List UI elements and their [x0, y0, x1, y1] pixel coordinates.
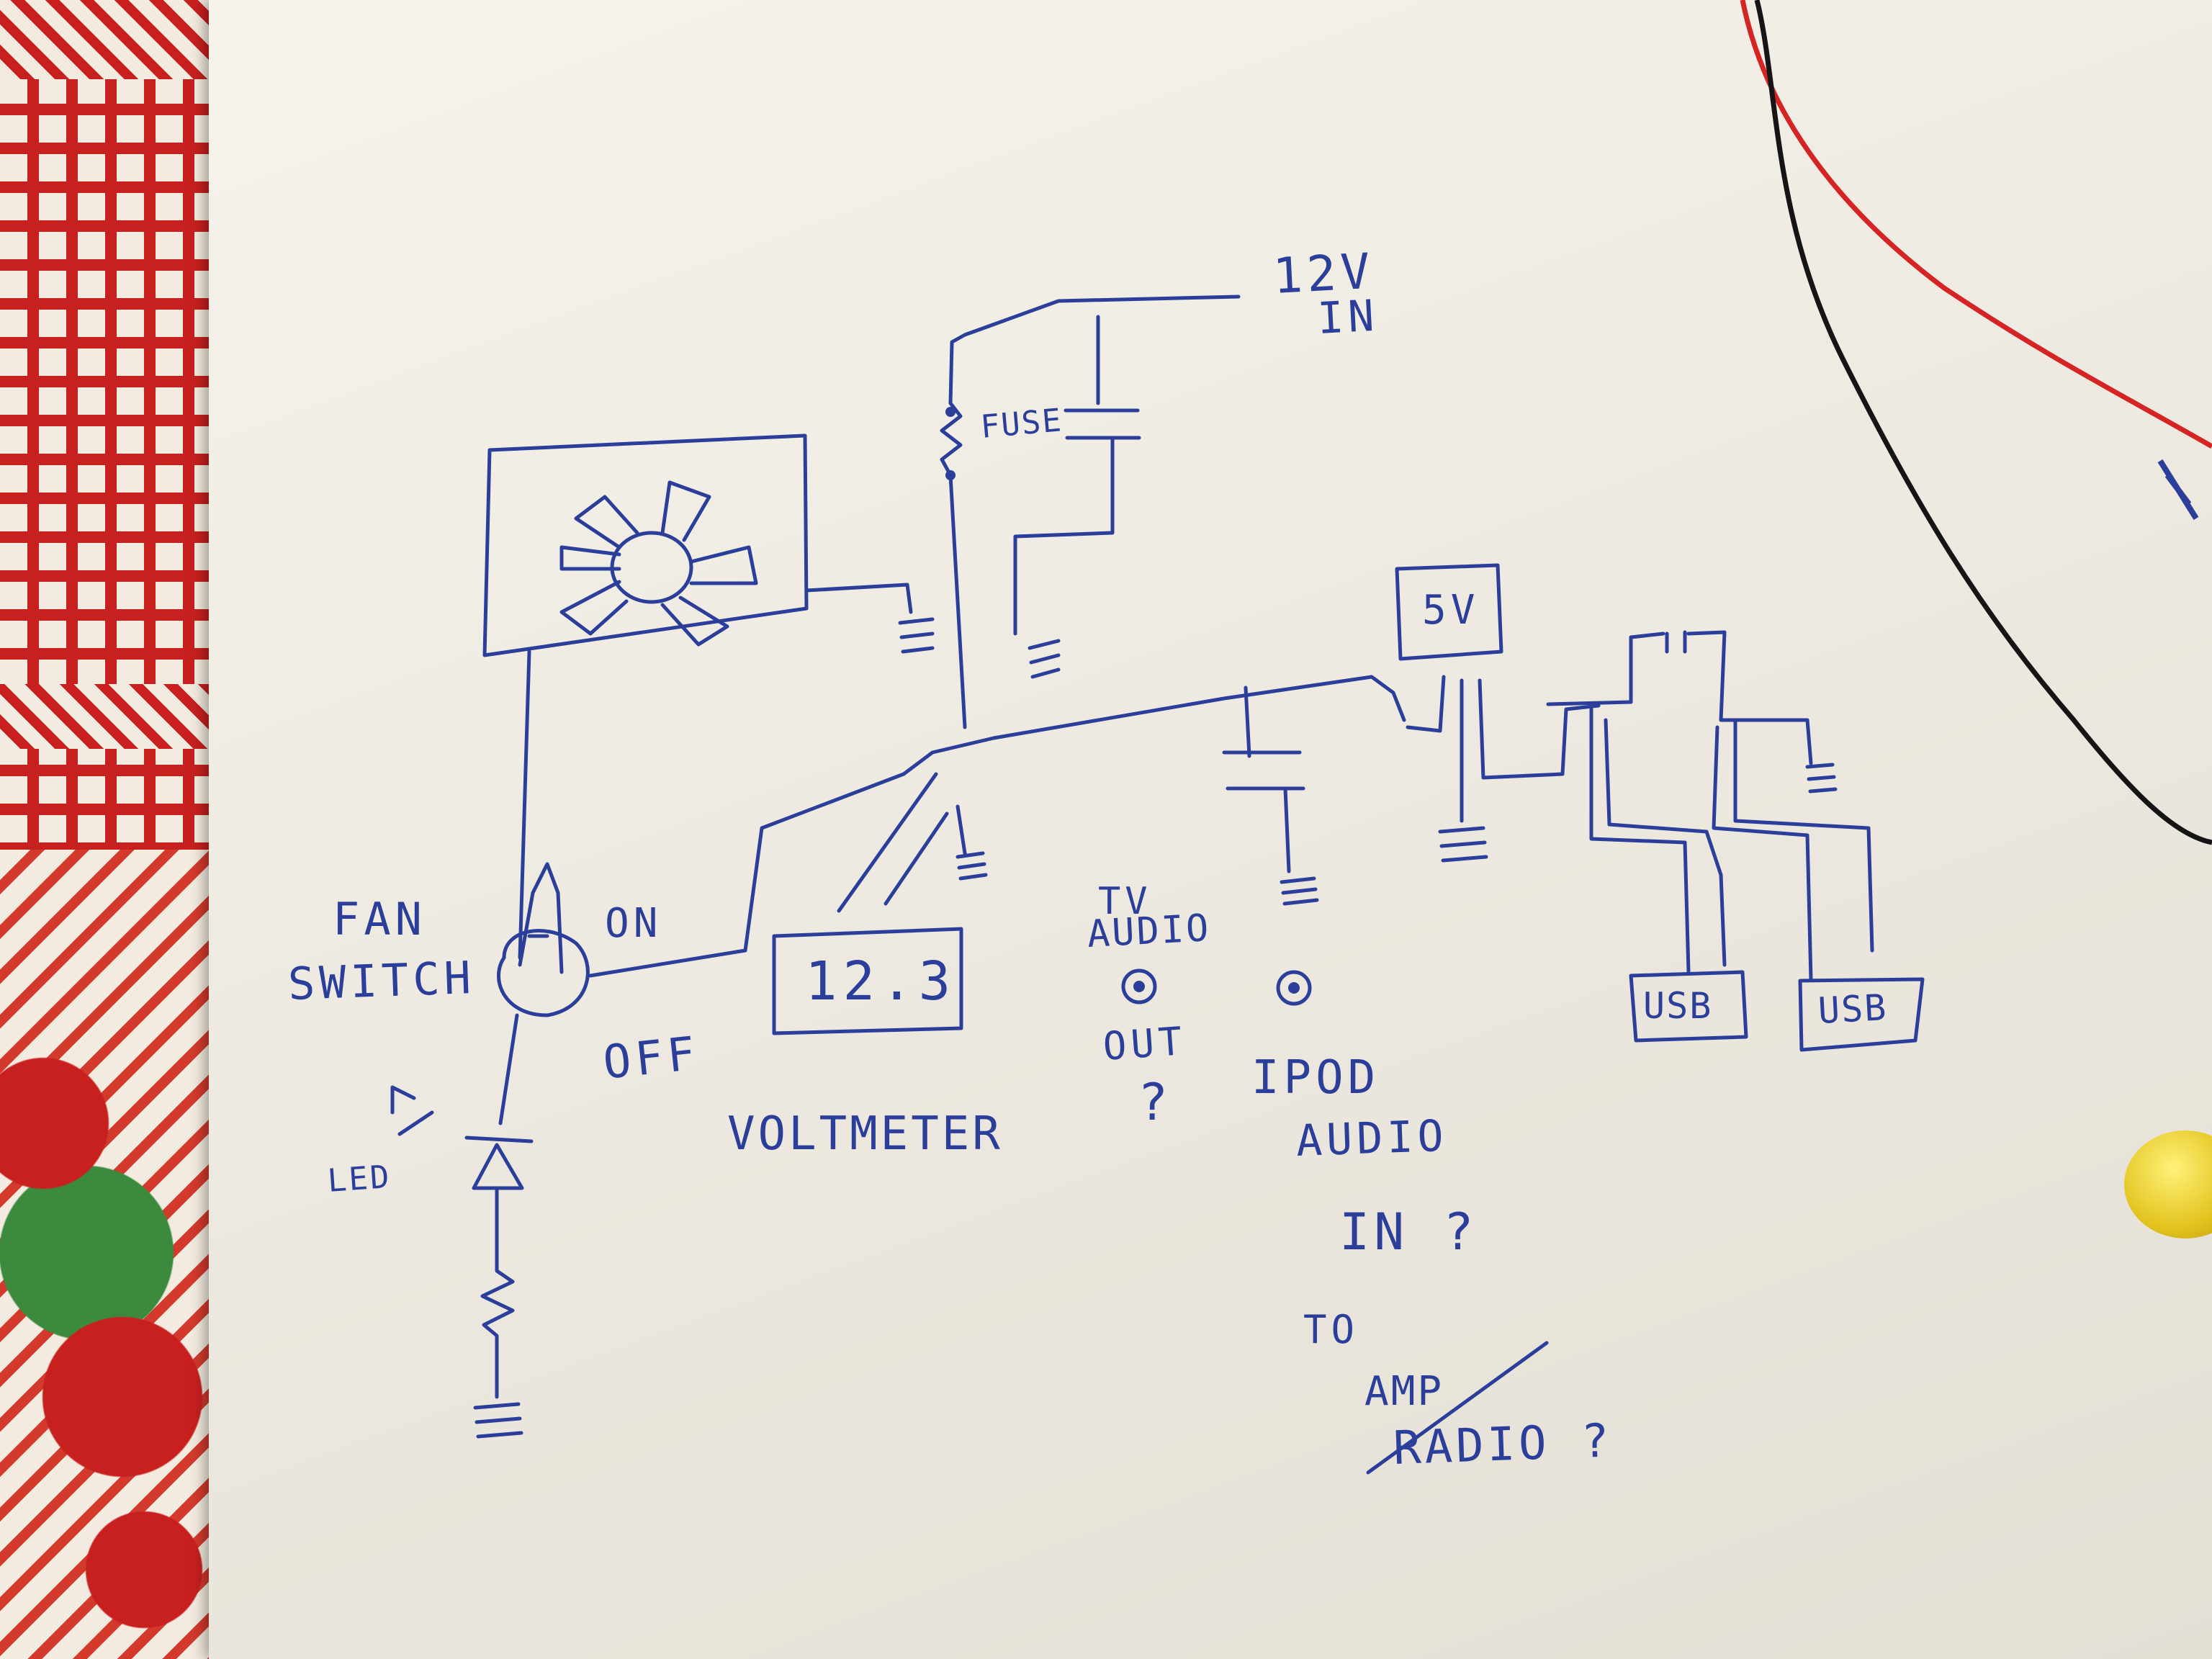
to-label: TO — [1303, 1307, 1359, 1352]
fuse-label: FUSE — [979, 402, 1064, 446]
amp-struck-label: AMP — [1364, 1368, 1444, 1415]
usb-left-box — [1629, 970, 1748, 1043]
paper-sheet — [209, 0, 2212, 1659]
tv-question-mark: ? — [1138, 1073, 1173, 1132]
usb-left-label: USB — [1643, 985, 1713, 1027]
switch-to-led-wire — [498, 1013, 519, 1125]
ground-symbol — [1280, 876, 1319, 906]
black-wire — [1754, 0, 2212, 845]
ink-smudge — [2157, 459, 2199, 521]
switch-off-label: OFF — [601, 1027, 702, 1090]
voltmeter-ground-wire — [956, 804, 967, 855]
tv-audio-label: TV — [1098, 880, 1152, 923]
fuse-symbol — [940, 401, 963, 477]
input-label: IN — [1316, 290, 1380, 344]
usb-right-box — [1798, 977, 1925, 1052]
voltmeter-box — [772, 927, 963, 1035]
ground-symbol — [898, 617, 935, 654]
toggle-lever — [518, 862, 564, 974]
ipod-audio-jack — [1276, 970, 1312, 1006]
input-capacitor — [1013, 315, 1141, 636]
fuse-terminal — [945, 407, 956, 417]
voltmeter-reading: 12.3 — [805, 950, 957, 1012]
fan-switch-label: FAN — [333, 893, 426, 945]
led-label: LED — [326, 1158, 393, 1200]
resistor-symbol — [480, 1251, 515, 1399]
regulator-label: 5V — [1422, 587, 1480, 634]
regulator-box — [1395, 563, 1503, 661]
output-capacitor — [1546, 630, 1813, 765]
ipod-audio-label: IPOD — [1251, 1051, 1380, 1105]
ipod-audio-label: IN ? — [1339, 1202, 1478, 1262]
voltmeter-label: VOLTMETER — [727, 1107, 1003, 1161]
led-light-arrows — [390, 1085, 434, 1136]
red-wire — [1740, 0, 2212, 449]
ground-symbol — [473, 1402, 523, 1439]
ground-symbol — [1028, 639, 1061, 679]
input-wire — [948, 295, 1241, 405]
fan-ground-wire — [804, 583, 913, 614]
led-symbol — [464, 1136, 534, 1255]
usb-wiring — [1589, 707, 1874, 981]
strike-through-line — [1366, 1341, 1549, 1475]
switch-wire — [588, 675, 1406, 978]
tv-audio-jack — [1121, 968, 1157, 1004]
ground-symbol — [1438, 826, 1488, 863]
fan-wire — [518, 649, 531, 960]
ipod-audio-jack-center — [1288, 982, 1300, 994]
radio-label: RADIO ? — [1392, 1414, 1614, 1475]
regulator-pins — [1406, 675, 1601, 823]
ground-symbol — [956, 851, 988, 881]
tv-audio-label: AUDIO — [1086, 907, 1212, 956]
fan-box — [482, 433, 809, 657]
fan-switch-label: SWITCH — [287, 950, 477, 1010]
ipod-audio-label: AUDIO — [1295, 1110, 1449, 1166]
switch-on-label: ON — [605, 900, 662, 947]
toggle-switch — [497, 929, 590, 1017]
tv-audio-jack-center — [1133, 981, 1145, 992]
filter-capacitor — [1222, 685, 1305, 873]
usb-right-label: USB — [1817, 986, 1889, 1032]
fan-drawing — [559, 480, 758, 647]
tv-out-label: OUT — [1101, 1018, 1188, 1069]
ground-symbol — [1805, 763, 1838, 793]
voltmeter-wire — [837, 772, 949, 913]
main-positive-rail — [948, 473, 967, 729]
